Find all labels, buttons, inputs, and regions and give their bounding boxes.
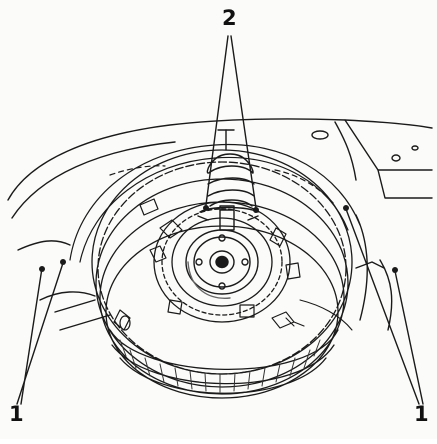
strut-bolt-left: [203, 205, 209, 211]
liner-fastener-lower-left: [39, 266, 45, 272]
brake-caliper: [113, 198, 301, 331]
liner-fastener-upper-left: [60, 259, 66, 265]
tyre-tread: [119, 339, 321, 393]
strut-bolt-right: [253, 207, 259, 213]
callout-number-1-left: 1: [9, 402, 24, 426]
attachment-points: [39, 205, 398, 273]
liner-fastener-upper-right: [343, 205, 349, 211]
callout-number-1-right: 1: [414, 402, 429, 426]
tyre: [91, 149, 353, 399]
leader-1b-upper: [345, 208, 420, 405]
callout-number-2: 2: [222, 6, 237, 30]
suspension-strut: [197, 129, 259, 231]
leader-lines: [16, 35, 424, 405]
leader-1a-lower: [20, 267, 43, 405]
brake-line: [271, 299, 353, 331]
liner-fastener-lower-right: [392, 267, 398, 273]
leader-2-left: [205, 35, 229, 206]
leader-1b-lower: [394, 270, 424, 405]
wheel-hub: [185, 229, 259, 299]
brake-disc: [153, 201, 291, 323]
leader-2-right: [230, 35, 257, 209]
